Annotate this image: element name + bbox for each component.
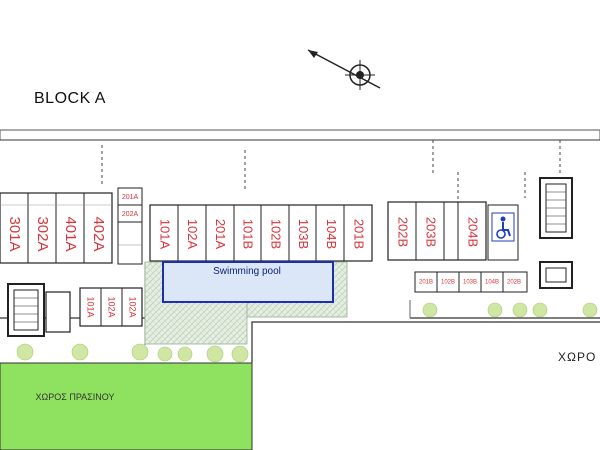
green-area-label: ΧΩΡΟΣ ΠΡΑΣΙΝΟΥ [35, 392, 115, 402]
unit-label: 203B [424, 217, 439, 247]
unit-label: 201A [213, 219, 228, 250]
road-area-label: ΧΩΡΟ [558, 350, 597, 364]
stair-core-right [539, 177, 573, 289]
unit-label: 102B [268, 219, 283, 249]
unit-label-small: 104B [485, 280, 499, 286]
unit-label-small: 103B [463, 280, 477, 286]
wheelchair-icon [491, 212, 515, 242]
swimming-pool [162, 261, 334, 303]
small-unit-strip [414, 271, 528, 293]
unit-label: 102A [185, 219, 200, 250]
unit-label: 202B [396, 217, 411, 247]
pool-label: Swimming pool [213, 266, 281, 277]
green-area [0, 362, 253, 450]
unit-label: 102A [128, 296, 138, 317]
unit-row-center [149, 204, 373, 262]
unit-label: 103B [296, 219, 311, 249]
unit-label: 402A [90, 216, 107, 251]
site-boundary [251, 321, 600, 363]
unit-label: 104B [324, 219, 339, 249]
service-lines [101, 140, 561, 200]
unit-label: 302A [34, 216, 51, 251]
unit-small-stack [117, 187, 143, 265]
north-arrow-icon [307, 49, 381, 90]
unit-label-small: 201B [419, 280, 433, 286]
unit-label: 301A [6, 216, 23, 251]
unit-label: 204B [466, 217, 481, 247]
unit-label: 201B [352, 219, 367, 249]
unit-label: 101B [241, 219, 256, 249]
tree-icons [16, 302, 598, 363]
unit-label-small: 202B [507, 280, 521, 286]
unit-row-left [0, 192, 113, 264]
unit-labels: 301A 302A 401A 402A 101A 102A 201A 101B 102B 103B… [6, 194, 521, 318]
unit-label: 101A [86, 296, 96, 317]
unit-label-small: 102B [441, 280, 455, 286]
unit-label-small: 202A [122, 211, 139, 218]
unit-label: 102A [107, 296, 117, 317]
unit-row-lower-left [79, 287, 143, 327]
unit-label: 401A [62, 216, 79, 251]
unit-label: 101A [157, 219, 172, 250]
unit-label-small: 201A [122, 194, 139, 201]
stair-core-left [7, 283, 71, 337]
block-title: BLOCK A [34, 90, 106, 107]
